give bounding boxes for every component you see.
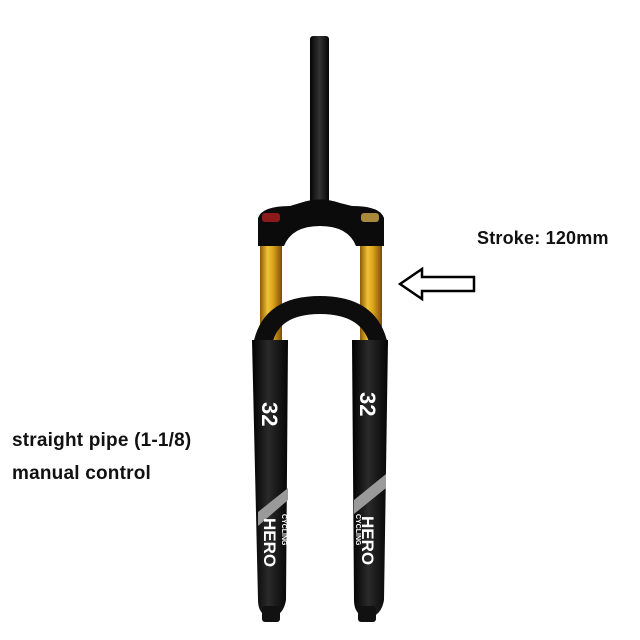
steerer-spec-label: straight pipe (1-1/8) <box>12 430 192 451</box>
right-size-marking: 32 <box>355 392 380 416</box>
steerer-tube <box>310 36 329 206</box>
right-sub-brand-marking: CYCLING <box>354 514 361 546</box>
fork-arch <box>253 296 388 345</box>
right-lower-leg <box>352 340 388 616</box>
stroke-label: Stroke: 120mm <box>477 228 609 248</box>
left-size-marking: 32 <box>257 402 282 426</box>
right-leg-graphic <box>354 474 386 514</box>
lockout-spec-label: manual control <box>12 463 151 484</box>
left-arrow-outline-icon <box>398 266 476 302</box>
air-valve-cap <box>361 213 379 222</box>
rebound-knob <box>262 213 280 222</box>
fork-crown <box>258 199 384 246</box>
left-leg-graphic <box>258 488 288 526</box>
left-sub-brand-marking: CYCLING <box>280 514 287 546</box>
left-dropout <box>262 606 280 622</box>
left-lower-leg <box>252 340 288 616</box>
right-brand-marking: HERO <box>358 516 377 565</box>
left-brand-marking: HERO <box>260 518 279 567</box>
right-dropout <box>358 606 376 622</box>
